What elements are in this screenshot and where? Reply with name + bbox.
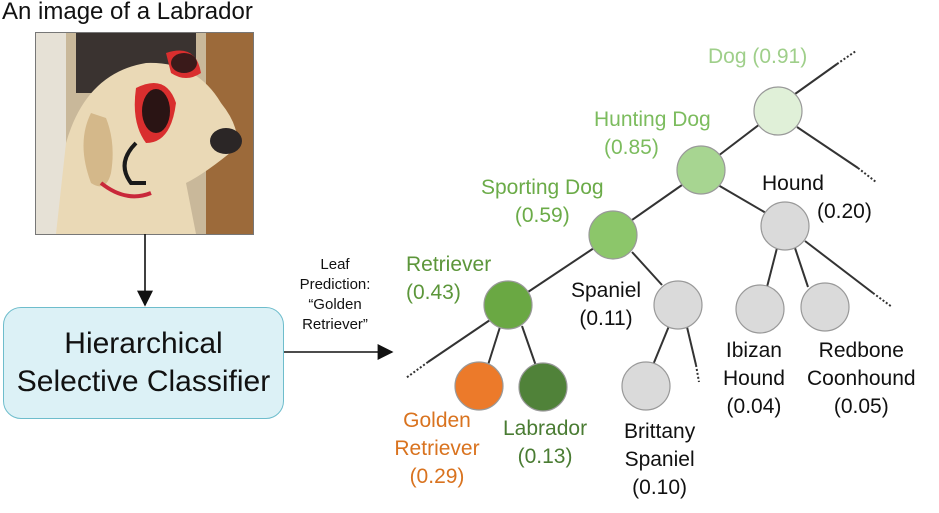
leaf-prediction-line-2: Prediction: — [299, 276, 371, 293]
label-spaniel-name: Spaniel — [571, 279, 642, 302]
label-golden-retriever-score: (0.29) — [409, 465, 465, 488]
leaf-prediction-label: Leaf Prediction: “Golden Retriever” — [286, 255, 384, 335]
label-retriever: Retriever (0.43) — [406, 251, 491, 307]
label-hound: Hound (0.20) — [762, 170, 872, 226]
label-hunting-dog-name: Hunting Dog — [594, 108, 711, 131]
edge-retriever-labrador — [521, 325, 537, 367]
labrador-illustration — [36, 33, 253, 234]
label-retriever-score: (0.43) — [406, 281, 461, 304]
label-sporting-dog-name: Sporting Dog — [481, 176, 604, 199]
label-hunting-dog-score: (0.85) — [604, 136, 659, 159]
label-ibizan-hound: Ibizan Hound (0.04) — [723, 337, 785, 421]
label-retriever-name: Retriever — [406, 253, 492, 276]
edge-hound-ibizan — [766, 247, 778, 288]
edge-spaniel-right-dots — [695, 364, 700, 383]
label-dog: Dog (0.91) — [708, 45, 808, 68]
label-ibizan-score: (0.04) — [726, 395, 782, 418]
label-brittany-line1: Brittany — [624, 420, 696, 443]
edge-retriever-golden — [487, 326, 501, 366]
classifier-line-1: Hierarchical — [64, 327, 223, 360]
edge-dog-up-dots — [836, 50, 857, 65]
node-dog — [753, 86, 803, 136]
leaf-prediction-line-4: Retriever” — [302, 316, 368, 333]
classifier-line-2: Selective Classifier — [16, 365, 271, 398]
label-spaniel-score: (0.11) — [579, 307, 633, 330]
node-retriever — [483, 280, 533, 330]
label-labrador-name: Labrador — [503, 417, 588, 440]
node-sporting-dog — [588, 210, 638, 260]
node-hunting-dog — [676, 145, 726, 195]
edge-hunting-sporting — [631, 184, 683, 221]
label-labrador-score: (0.13) — [517, 445, 573, 468]
edge-hound-redbone — [794, 247, 809, 288]
edge-dog-hunting — [717, 123, 761, 157]
edge-spaniel-right — [686, 326, 697, 366]
label-brittany-spaniel: Brittany Spaniel (0.10) — [624, 418, 695, 502]
hierarchical-selective-classifier-box: Hierarchical Selective Classifier — [3, 307, 284, 419]
label-sporting-dog-score: (0.59) — [514, 204, 570, 227]
label-redbone-coonhound: Redbone Coonhound (0.05) — [807, 337, 916, 421]
edge-retriever-left-dots — [405, 361, 429, 379]
edge-hunting-hound — [717, 184, 767, 214]
node-hound — [760, 201, 810, 251]
node-golden-retriever — [454, 361, 504, 411]
labrador-photo — [35, 32, 254, 235]
image-caption: An image of a Labrador — [2, 0, 253, 25]
label-sporting-dog: Sporting Dog (0.59) — [481, 174, 604, 230]
node-ibizan-hound — [735, 284, 785, 334]
edge-hound-right-dots — [872, 292, 893, 308]
node-redbone-coonhound — [800, 282, 850, 332]
label-spaniel: Spaniel (0.11) — [571, 277, 641, 333]
edge-sporting-spaniel — [631, 251, 663, 286]
node-brittany-spaniel — [621, 361, 671, 411]
label-redbone-score: (0.05) — [833, 395, 889, 418]
label-ibizan-line2: Hound — [723, 367, 785, 390]
label-hound-score: (0.20) — [817, 200, 872, 223]
edge-retriever-left — [427, 319, 491, 363]
label-ibizan-line1: Ibizan — [725, 339, 782, 362]
label-golden-retriever-line1: Golden — [403, 409, 471, 432]
node-labrador — [518, 362, 568, 412]
label-labrador: Labrador (0.13) — [503, 415, 587, 471]
edge-sporting-retriever — [527, 247, 595, 293]
leaf-prediction-line-3: “Golden — [308, 296, 362, 313]
node-spaniel — [653, 280, 703, 330]
label-redbone-line2: Coonhound — [807, 367, 916, 390]
label-brittany-score: (0.10) — [632, 476, 688, 499]
label-golden-retriever: Golden Retriever (0.29) — [391, 407, 483, 491]
edge-hound-right — [804, 240, 874, 294]
label-hound-name: Hound — [762, 172, 824, 195]
leaf-prediction-line-1: Leaf — [320, 256, 350, 273]
label-hunting-dog: Hunting Dog (0.85) — [594, 106, 711, 162]
edge-dog-up — [794, 63, 838, 95]
label-brittany-line2: Spaniel — [624, 448, 695, 471]
label-golden-retriever-line2: Retriever — [394, 437, 480, 460]
edge-dog-down — [796, 126, 859, 169]
edge-spaniel-brittany — [652, 325, 670, 366]
label-redbone-line1: Redbone — [818, 339, 904, 362]
